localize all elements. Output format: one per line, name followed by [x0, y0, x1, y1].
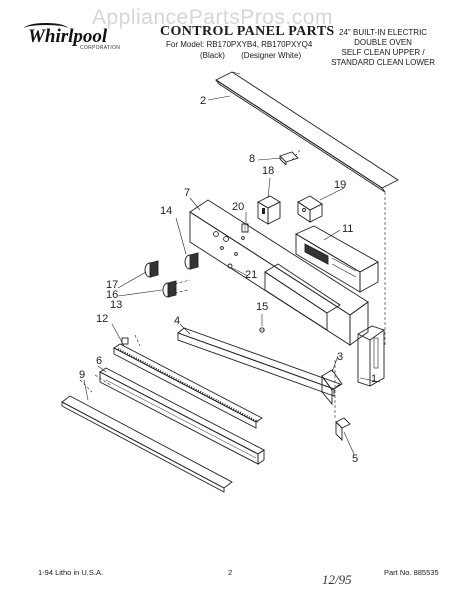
- part-2-top-trim: [215, 71, 399, 193]
- part-16-knob: [162, 280, 177, 298]
- part-13-clip: [121, 337, 129, 345]
- description-line: 24" BUILT-IN ELECTRIC: [339, 28, 428, 37]
- callout-9: 9: [79, 369, 86, 381]
- part-19-switch: [297, 195, 323, 223]
- callout-7: 7: [184, 187, 191, 199]
- callout-5: 5: [352, 453, 359, 465]
- footer-litho: 1-94 Litho in U.S.A.: [38, 568, 104, 577]
- brand-logo: Whirlpool: [28, 26, 108, 47]
- callout-18: 18: [262, 165, 275, 177]
- description-line: SELF CLEAN UPPER /: [341, 48, 425, 57]
- logo-swoosh-icon: [24, 23, 68, 34]
- callout-4: 4: [174, 315, 181, 327]
- part-8-clip: [279, 151, 299, 166]
- product-description: 24" BUILT-IN ELECTRIC DOUBLE OVEN SELF C…: [331, 28, 435, 68]
- part-18-switch: [257, 195, 281, 225]
- watermark: AppliancePartsPros.com: [92, 6, 333, 29]
- part-21-clip: [227, 263, 233, 269]
- part-12-vent-grille: [113, 343, 263, 429]
- part-1-side-bracket: [357, 325, 385, 387]
- variant-white: (Designer White): [241, 51, 302, 60]
- part-15-screw: [259, 327, 265, 333]
- part-7-control-panel: [189, 199, 369, 346]
- leader-lines: [83, 95, 381, 455]
- variant-line: (Black) (Designer White): [200, 51, 315, 60]
- callout-11: 11: [342, 223, 354, 235]
- callout-2: 2: [200, 95, 207, 107]
- variant-black: (Black): [200, 51, 225, 60]
- callout-21: 21: [245, 269, 258, 281]
- callout-14: 14: [160, 205, 173, 217]
- callout-17: 17: [106, 279, 119, 291]
- callout-20: 20: [232, 201, 245, 213]
- description-line: DOUBLE OVEN: [354, 38, 412, 47]
- part-6-lower-frame: [99, 367, 265, 465]
- part-9-lower-plate: [61, 395, 233, 493]
- handwritten-date: 12/95: [322, 572, 352, 587]
- callout-1: 1: [371, 373, 378, 385]
- assembly-guides: [79, 149, 386, 420]
- part-11-electronic-clock: [295, 225, 379, 293]
- part-5-bracket: [335, 417, 351, 442]
- part-14-knob: [184, 252, 199, 270]
- part-20-screw: [241, 223, 249, 233]
- callout-8: 8: [249, 153, 256, 165]
- callout-12: 12: [96, 313, 109, 325]
- callout-16: 16: [106, 289, 119, 301]
- callout-6: 6: [96, 355, 103, 367]
- footer-part-number: Part No. 885535: [384, 568, 439, 577]
- callout-13: 13: [110, 299, 123, 311]
- description-line: STANDARD CLEAN LOWER: [331, 58, 435, 67]
- footer-page-number: 2: [228, 568, 233, 577]
- page-title: CONTROL PANEL PARTS: [160, 24, 335, 39]
- callout-15: 15: [256, 301, 269, 313]
- part-3-end-cap: [321, 369, 343, 406]
- brand-logo-subtext: CORPORATION: [80, 45, 121, 51]
- callout-3: 3: [337, 351, 344, 363]
- part-4-trim-strip: [177, 327, 341, 397]
- part-17-knob: [144, 260, 159, 278]
- model-line: For Model: RB170PXYB4, RB170PXYQ4: [166, 40, 313, 49]
- callout-19: 19: [334, 179, 347, 191]
